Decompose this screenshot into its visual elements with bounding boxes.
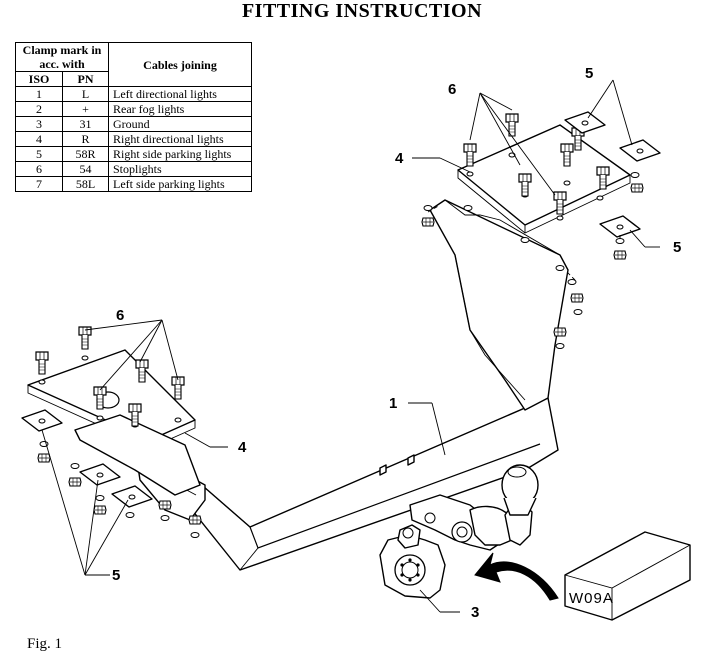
cable-cell: Right side parking lights [108,146,252,162]
callout-plate-left: 4 [238,439,247,456]
table-row: 2 + Rear fog lights [14,101,252,117]
kit-box-label: W09A [569,590,614,607]
cable-cell: Left side parking lights [108,176,252,192]
cable-cell: Right directional lights [108,131,252,147]
clamp-mark-table: Clamp mark in acc. with Cables joining I… [14,42,252,192]
washer-plates-left [21,409,153,508]
kit-box: W09A [564,531,691,621]
page-title: FITTING INSTRUCTION [241,0,483,22]
table-row: 5 58R Right side parking lights [14,146,252,162]
iso-cell: 4 [14,131,64,147]
callout-washer-top: 5 [585,65,593,82]
cable-cell: Rear fog lights [108,101,252,117]
header-pn: PN [62,71,109,87]
table-row: 4 R Right directional lights [14,131,252,147]
insert-arrow [474,552,559,601]
callout-plate-right: 4 [395,150,404,167]
pn-cell: 58R [62,146,109,162]
header-clamp-mark: Clamp mark in acc. with [15,42,109,72]
mounting-plate-left [27,349,201,496]
nuts-right [421,172,644,349]
iso-cell: 7 [14,176,64,192]
figure-label: Fig. 1 [27,636,63,652]
tow-ball-assembly [409,464,539,551]
callout-bolts-right: 6 [448,81,456,98]
electrical-socket [379,524,446,599]
callout-socket: 3 [471,604,479,621]
callout-leaders [41,79,660,613]
washer-plates-right [564,111,661,238]
callout-numbers: 1 3 4 4 5 5 5 6 6 [112,65,681,621]
table-row: 6 54 Stoplights [14,161,252,177]
callout-main-beam: 1 [389,395,397,412]
table-row: 7 58L Left side parking lights [14,176,252,192]
callout-washer-left: 5 [112,567,120,584]
callout-bolts-left: 6 [116,307,124,324]
callout-washer-right: 5 [673,239,681,256]
